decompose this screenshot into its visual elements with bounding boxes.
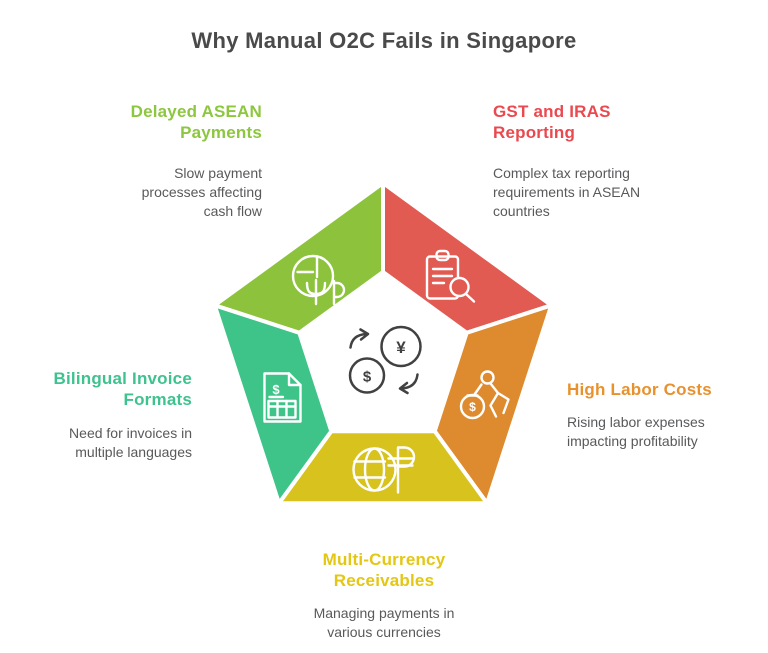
item-heading: Multi-Currency Receivables [322, 550, 446, 590]
segment-bilingual-invoice-formats [212, 303, 334, 506]
item-heading: Delayed ASEAN Payments [130, 102, 262, 142]
svg-text:$: $ [272, 382, 280, 397]
item-heading: Bilingual Invoice Formats [53, 369, 192, 409]
svg-text:$: $ [363, 369, 372, 386]
item-multi-currency-receivables: Multi-Currency Receivables Managing paym… [258, 549, 510, 642]
item-heading: High Labor Costs [567, 380, 712, 399]
item-heading: GST and IRAS Reporting [493, 102, 611, 142]
svg-text:$: $ [469, 400, 476, 414]
item-description: Complex tax reporting requirements in AS… [493, 165, 641, 219]
runner-money-bag-icon: $ [459, 370, 510, 420]
clock-delay-icon [291, 254, 346, 306]
svg-text:¥: ¥ [396, 338, 406, 357]
page-title: Why Manual O2C Fails in Singapore [191, 28, 577, 53]
item-delayed-asean-payments: Delayed ASEAN Payments Slow payment proc… [60, 101, 262, 221]
tax-report-magnifier-icon [425, 249, 476, 303]
item-description: Need for invoices in multiple languages [69, 425, 192, 460]
globe-currency-icon [352, 446, 416, 494]
item-description: Managing payments in various currencies [313, 605, 455, 640]
item-high-labor-costs: High Labor Costs Rising labor expenses i… [567, 379, 752, 451]
item-gst-iras-reporting: GST and IRAS Reporting Complex tax repor… [493, 101, 705, 221]
item-bilingual-invoice-formats: Bilingual Invoice Formats Need for invoi… [0, 368, 192, 462]
currency-exchange-icon: ¥ $ [348, 325, 422, 395]
invoice-document-icon: $ [263, 372, 302, 423]
item-description: Slow payment processes affecting cash fl… [141, 165, 262, 219]
item-description: Rising labor expenses impacting profitab… [567, 414, 705, 449]
